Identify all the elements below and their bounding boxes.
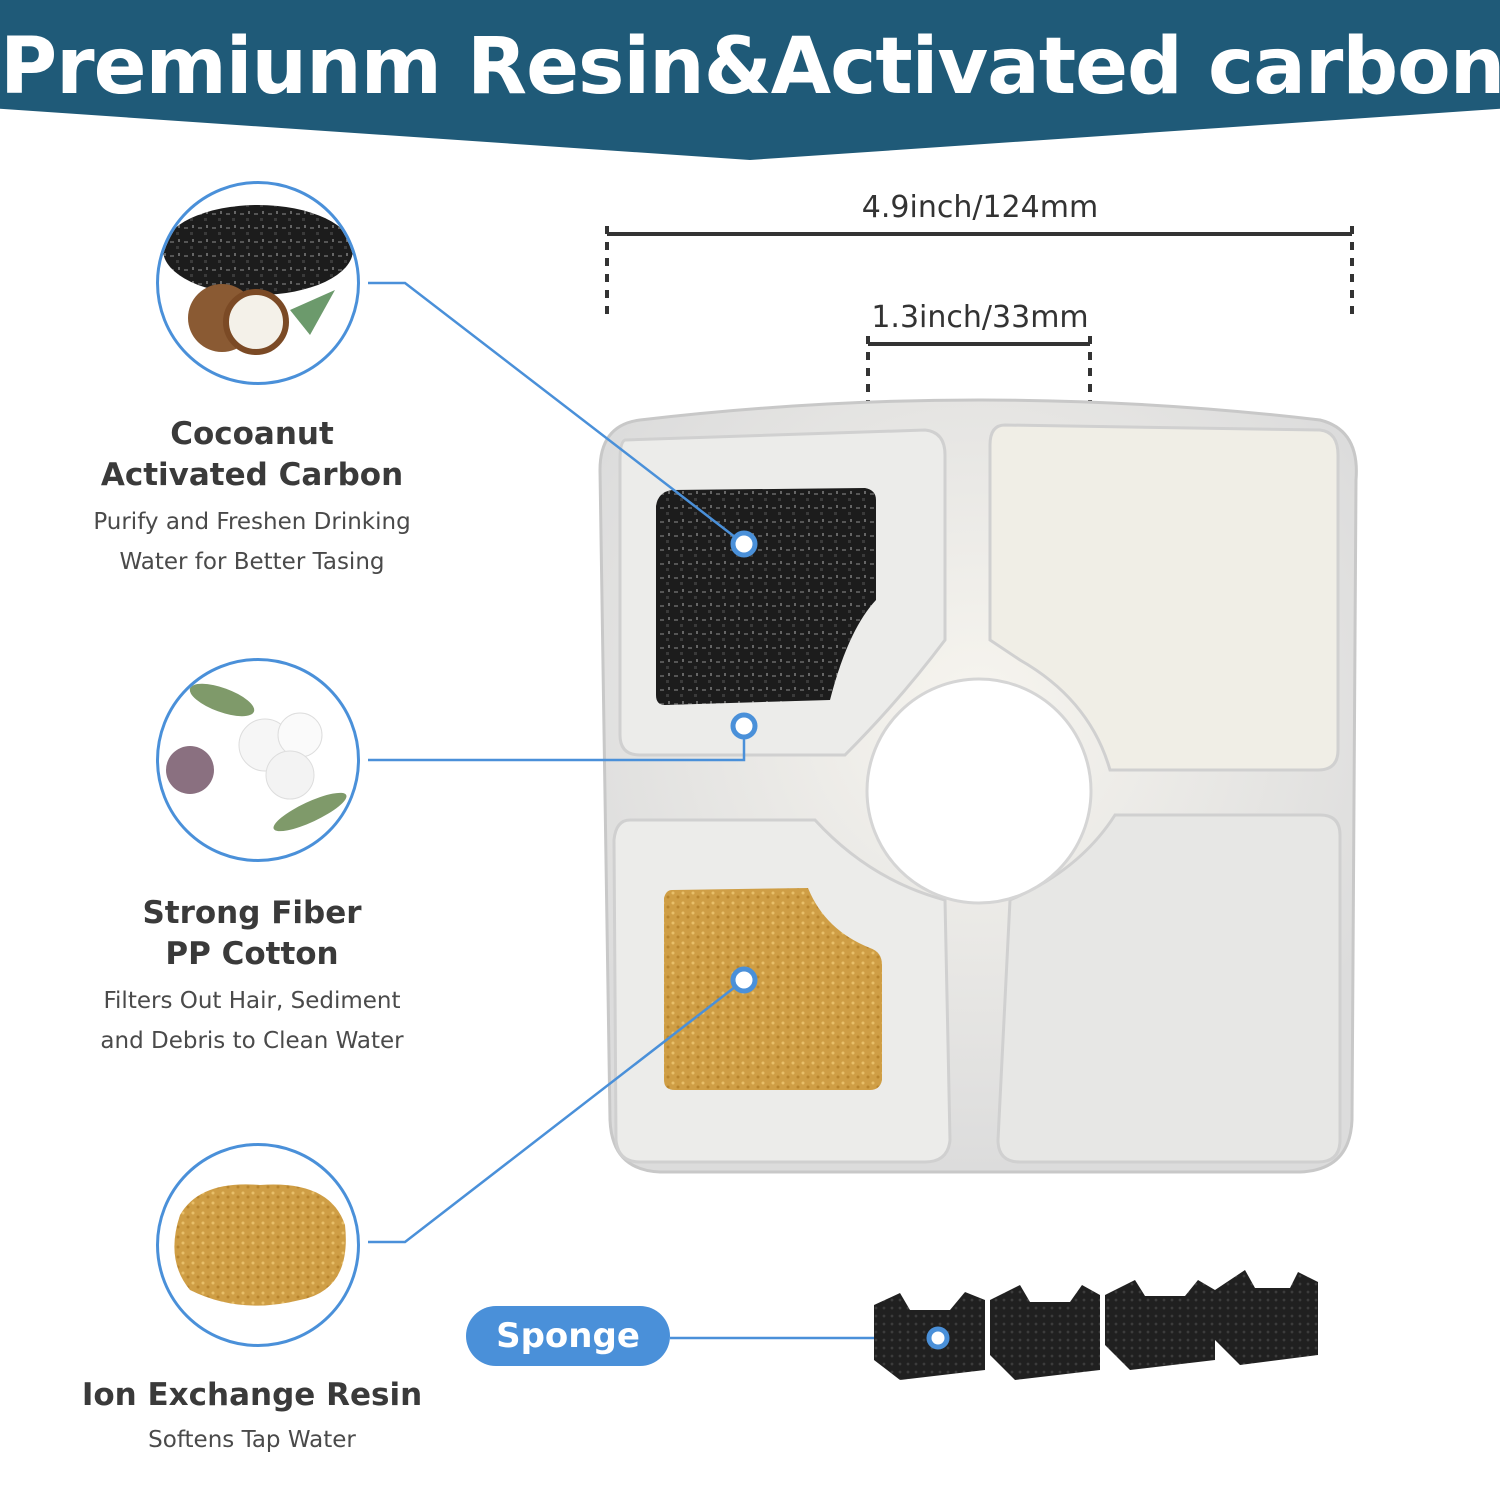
feature-desc-resin: Softens Tap Water <box>148 1427 356 1453</box>
carbon-window <box>656 488 876 705</box>
sponge-piece <box>1105 1280 1215 1370</box>
feature-circle-resin <box>156 1143 360 1347</box>
feature-circle-cotton <box>156 658 360 862</box>
feature-title-carbon-line1: Cocoanut <box>170 416 334 452</box>
sponge-label: Sponge <box>466 1306 670 1366</box>
feature-desc-carbon-line2: Water for Better Tasing <box>119 549 385 575</box>
feature-title-carbon-line2: Activated Carbon <box>100 457 404 493</box>
width-dimension-label: 4.9inch/124mm <box>861 190 1099 225</box>
feature-title-cotton-line2: PP Cotton <box>165 936 339 972</box>
feature-title-cotton-line1: Strong Fiber <box>142 895 362 931</box>
hole-dimension-label: 1.3inch/33mm <box>871 300 1089 335</box>
sponge-piece <box>990 1285 1100 1380</box>
feature-circle-carbon <box>156 181 360 385</box>
resin-window <box>664 888 882 1090</box>
feature-desc-carbon-line1: Purify and Freshen Drinking <box>93 509 411 535</box>
feature-desc-cotton-line2: and Debris to Clean Water <box>100 1028 404 1054</box>
page-title: Premiunm Resin&Activated carbon <box>0 22 1500 112</box>
center-hole <box>865 677 1093 905</box>
sponge-blocks <box>874 1270 1318 1380</box>
feature-title-resin: Ion Exchange Resin <box>81 1377 423 1413</box>
sponge-piece <box>1215 1270 1318 1365</box>
feature-desc-cotton-line1: Filters Out Hair, Sediment <box>103 988 401 1014</box>
